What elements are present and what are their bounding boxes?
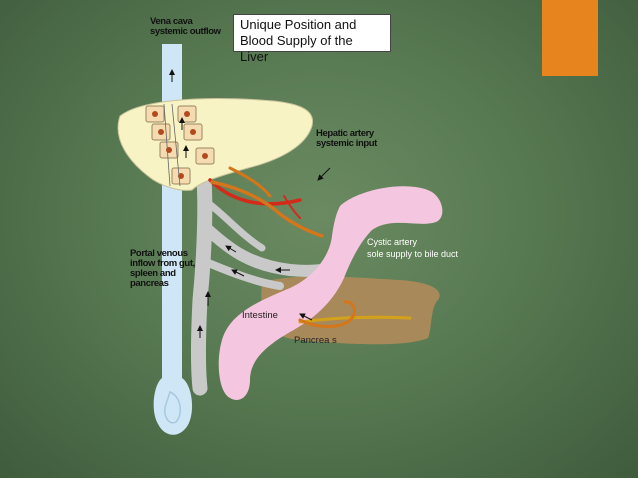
liver-shape	[117, 98, 314, 191]
label-portal-venous: Portal venous inflow from gut, spleen an…	[130, 248, 195, 289]
hepatic-artery-shape	[208, 166, 324, 238]
title-line-1: Unique Position and	[240, 17, 357, 32]
flow-arrow-icon	[299, 313, 313, 321]
title-box: Unique Position and Blood Supply of the …	[233, 14, 391, 64]
flow-arrows	[169, 69, 331, 338]
label-vena-cava: Vena cava systemic outflow	[150, 16, 221, 37]
intestine-shape	[218, 186, 443, 400]
flow-arrow-icon	[317, 167, 331, 181]
label-cystic-artery: Cystic artery sole supply to bile duct	[367, 237, 459, 259]
flow-arrow-icon	[225, 245, 237, 253]
liver-sinusoid-lines	[163, 103, 181, 187]
bile-duct-shape	[298, 300, 412, 328]
label-intestine: Intestine	[242, 310, 278, 321]
flow-arrow-icon	[231, 269, 245, 277]
liver-cells	[145, 105, 215, 185]
label-pancreas: Pancrea s	[294, 335, 337, 346]
label-hepatic-artery: Hepatic artery systemic input	[316, 128, 377, 149]
accent-tab	[542, 0, 598, 76]
title-line-2: Blood Supply of the Liver	[240, 33, 353, 64]
vena-cava-loop	[164, 391, 182, 424]
